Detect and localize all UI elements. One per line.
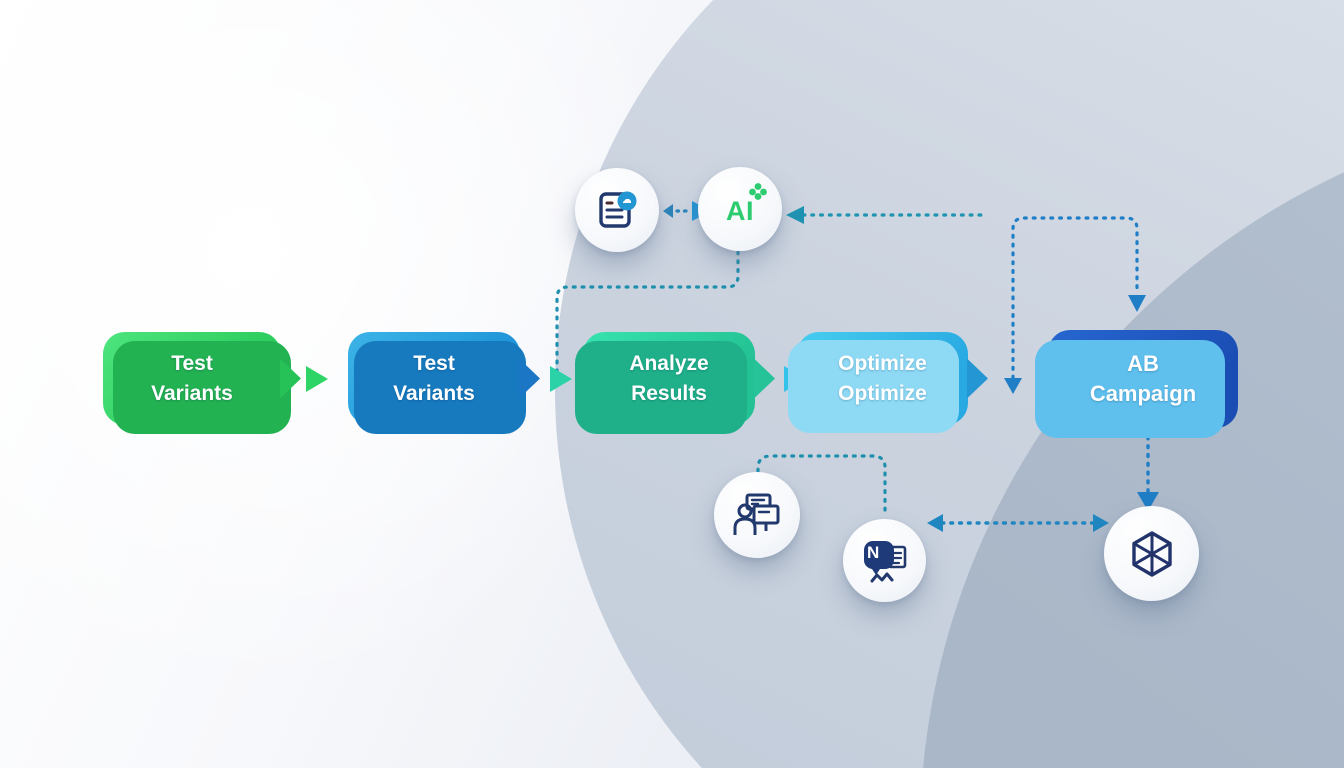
ai-label: AI [726,195,754,226]
node-label-line: Analyze [629,351,709,375]
node-test-variants-1: Test Variants [103,332,301,425]
node-ab-campaign: AB Campaign [1048,330,1238,428]
node-label-line: Optimize [838,351,927,375]
node-label-line: Optimize [838,381,927,405]
cube-wireframe-icon [1131,530,1172,577]
chat-bubble-n-icon [863,540,906,582]
node-label-line: Variants [151,381,233,405]
node-label-line: Results [631,381,707,405]
node-analyze-results: Analyze Results [583,332,775,425]
sparkle-icon [749,183,767,200]
node-label-line: Campaign [1089,381,1197,406]
node-label-line: AB [1127,351,1159,376]
chat-letter: N [867,543,880,562]
document-report-icon [599,191,637,228]
cube-badge [1104,506,1199,601]
presenter-badge [714,472,800,558]
ai-badge: AI [698,167,782,251]
chat-n-badge: N [843,519,926,602]
node-optimize: Optimize Optimize [797,332,988,425]
node-label-line: Variants [393,381,475,405]
node-label-line: Test [171,351,213,375]
node-test-variants-2: Test Variants [348,332,540,425]
document-report-badge [575,168,659,252]
node-label-line: Test [413,351,455,375]
presenter-screens-icon [733,493,780,535]
badge-glyph [623,199,631,203]
